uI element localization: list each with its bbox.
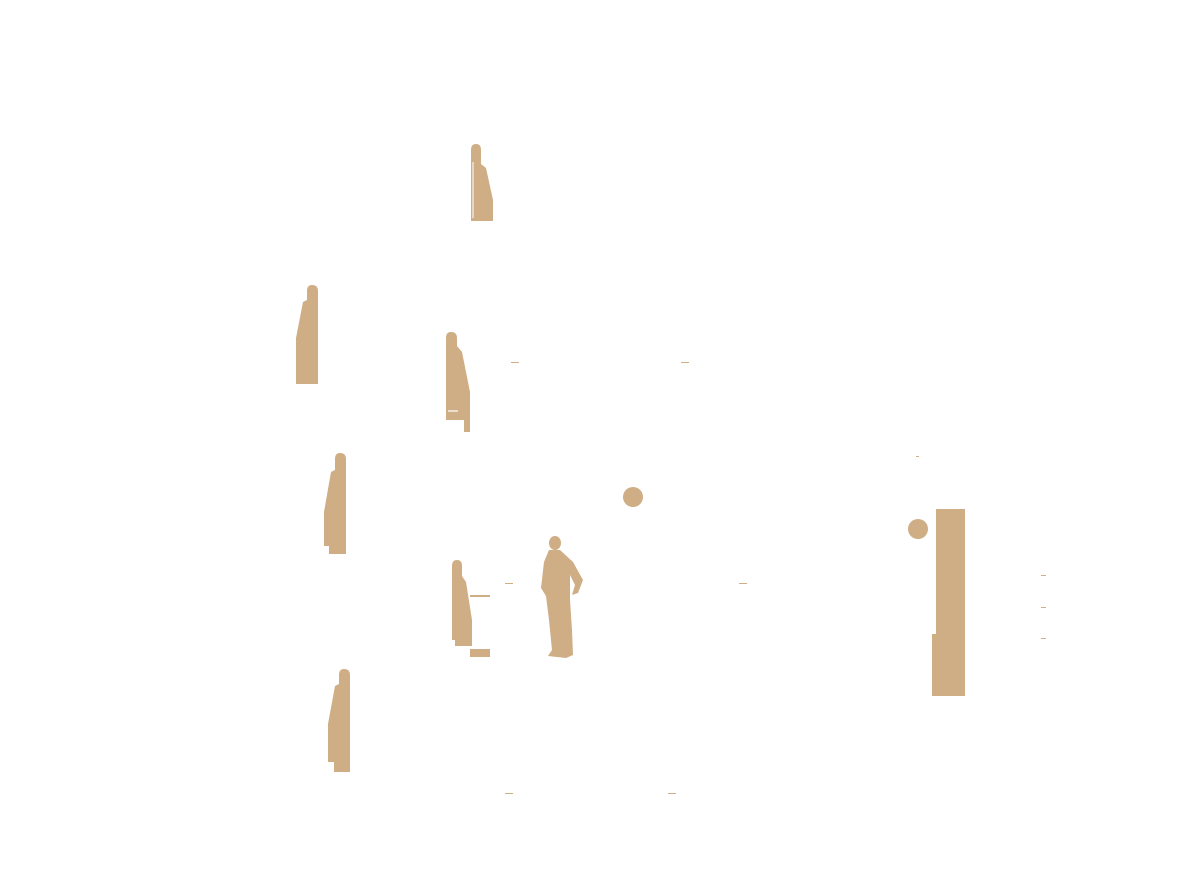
circle-marker-right <box>908 519 928 539</box>
profile-left-upper <box>296 285 318 384</box>
profile-mid-upper <box>446 332 470 432</box>
profile-top <box>471 144 493 221</box>
profile-left-lower <box>328 669 350 772</box>
tick-marks <box>505 362 1046 794</box>
tall-panel <box>932 509 965 696</box>
profile-mid-lower <box>452 560 490 657</box>
standing-person-silhouette <box>541 536 583 658</box>
circle-marker-center <box>623 487 643 507</box>
profile-left-middle <box>324 453 346 554</box>
